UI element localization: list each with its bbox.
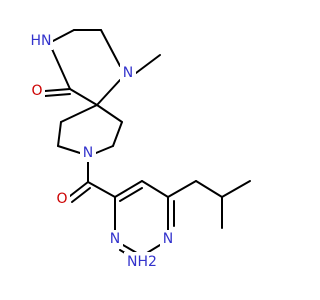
atom-pyrimidine-n3: N — [160, 230, 176, 248]
bond-c6-ch2 — [167, 180, 197, 198]
bond-spiro-carbonyl — [69, 88, 98, 106]
bond-namine-spiro — [96, 79, 121, 106]
atom-amine-n: N — [120, 64, 136, 82]
bond-amide-o-2 — [71, 187, 91, 203]
atom-label-layer: HN N O N O N N NH2 — [29, 32, 176, 282]
bond-spiro-ring-a — [96, 104, 123, 123]
bond-c4-c5-1 — [114, 180, 143, 198]
bond-namine-methyl — [135, 54, 161, 74]
bond-nh-ch2a — [52, 29, 75, 42]
atom-label-ketone-o: O — [31, 83, 42, 99]
atom-label-carbonyl-o: O — [56, 191, 67, 207]
bond-amide-o-1 — [69, 181, 89, 197]
atom-ketone-o: O — [29, 82, 45, 100]
atom-label-pyrimidine-n3: N — [163, 231, 173, 247]
bond-npip-ring-c — [57, 145, 81, 154]
atom-label-pyrimidine-n1: N — [110, 231, 120, 247]
bond-layer — [44, 29, 251, 263]
atom-piperidine-n: N — [80, 144, 96, 162]
bond-amidec-c4 — [87, 181, 116, 198]
bond-c4-c5-2 — [119, 187, 143, 202]
atom-amide-nh: HN — [29, 32, 53, 50]
bond-ring-b-npip — [95, 145, 114, 154]
bond-ring-c-d — [57, 121, 62, 147]
bond-ketone-2 — [44, 93, 71, 97]
bond-ring-d-spiro — [60, 104, 98, 123]
atom-label-amino-nh2: NH2 — [127, 254, 157, 270]
bond-ch-me2 — [221, 180, 251, 198]
bond-carbonyl-nh — [51, 48, 71, 90]
bond-ketone-1 — [44, 88, 71, 92]
atom-pyrimidine-n1: N — [107, 230, 123, 248]
bond-ch2-ch — [195, 180, 223, 198]
molecule-structure-diagram: HN N O N O N N NH2 — [29, 29, 251, 282]
bond-c5-c6 — [141, 180, 169, 198]
atom-label-amine-n: N — [123, 65, 133, 81]
bond-ch2b-namine — [100, 29, 121, 67]
atom-label-amide-nh: HN — [31, 33, 52, 49]
atom-carbonyl-o: O — [54, 190, 70, 208]
atom-label-piperidine-n: N — [83, 145, 93, 161]
atom-amino-nh2: NH2 — [124, 252, 162, 282]
bond-ring-a-b — [112, 121, 123, 147]
